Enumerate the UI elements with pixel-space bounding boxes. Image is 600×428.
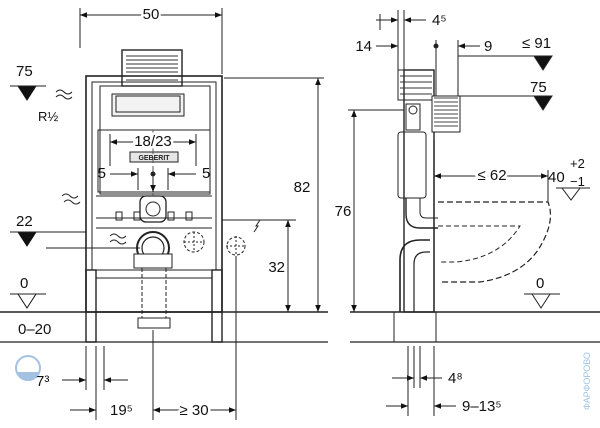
dim-depth-9: 9 <box>484 38 492 55</box>
side-frame <box>403 69 435 313</box>
level-max-top: ≤ 91 <box>522 35 551 52</box>
drain-bend <box>399 239 430 312</box>
supply-thread: R½ <box>38 109 58 124</box>
tol-minus: −1 <box>570 174 585 189</box>
front-view <box>0 8 328 420</box>
dim-depth-14: 14 <box>355 38 372 55</box>
level-supply-side: 75 <box>530 79 547 96</box>
wc-bowl-outline <box>438 201 551 283</box>
dim-min-side: ≥ 30 <box>179 402 208 419</box>
dim-depth-4-5: 4⁵ <box>432 12 447 29</box>
dim-axis-offset: 19⁵ <box>110 402 133 419</box>
tol-plus: +2 <box>570 156 585 171</box>
outlet-bend <box>405 198 438 229</box>
floor-build-range: 0–20 <box>18 321 51 338</box>
dim-width: 50 <box>143 6 160 23</box>
frame-leg-left <box>85 269 97 343</box>
level-drain: 22 <box>16 213 33 230</box>
frame-leg-right <box>211 269 223 343</box>
drain-pipe <box>141 267 167 319</box>
dim-electric-height: 32 <box>268 259 285 276</box>
brand-plate: GEBERIT <box>138 155 170 162</box>
flush-plate-area <box>97 129 211 193</box>
watermark-text: ФАРФОРОВО <box>582 352 592 410</box>
level-floor-side: 0 <box>536 275 544 292</box>
dim-actuator-right: 5 <box>202 165 210 182</box>
level-top: 75 <box>16 63 33 80</box>
dim-frame-offset: 7³ <box>36 373 49 390</box>
dim-wall-range: 9–13⁵ <box>462 398 502 415</box>
watermark-logo: ФАРФОРОВО <box>15 352 592 410</box>
side-view <box>348 10 600 416</box>
water-wave-icon <box>55 89 73 100</box>
dim-height: 82 <box>294 179 311 196</box>
dim-height-76: 76 <box>335 203 352 220</box>
dim-bowl-projection: ≤ 62 <box>477 167 506 184</box>
dim-bowl-height: 40 <box>548 169 565 186</box>
dim-actuator-left: 5 <box>98 165 106 182</box>
dim-flush-spacing: 18/23 <box>134 133 172 150</box>
dim-offset-4-8: 4⁸ <box>448 370 463 387</box>
level-floor: 0 <box>20 275 28 292</box>
